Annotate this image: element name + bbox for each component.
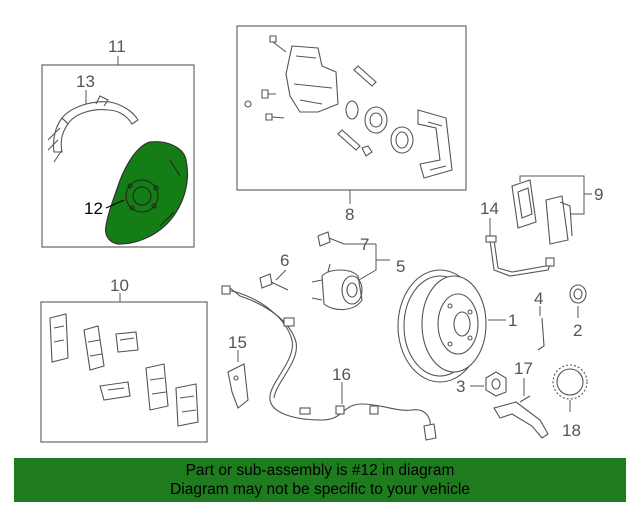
callout-10: 10 [110, 276, 129, 295]
callout-6: 6 [280, 251, 289, 270]
callout-9: 9 [594, 185, 603, 204]
callout-3: 3 [456, 377, 465, 396]
callout-8: 8 [345, 205, 354, 224]
cap-part-2 [569, 284, 587, 304]
brake-pads-part-9 [511, 179, 573, 245]
bolt-part-6 [259, 273, 289, 291]
hardware-kit-parts [49, 313, 199, 427]
nut-part-3 [485, 371, 507, 397]
info-banner: Part or sub-assembly is #12 in diagram D… [14, 458, 626, 502]
brake-shoe-part-13 [47, 95, 139, 163]
callout-15: 15 [228, 333, 247, 352]
callout-11: 11 [108, 37, 126, 56]
tone-ring-part-18 [552, 364, 588, 400]
callout-4: 4 [534, 289, 543, 308]
callout-17: 17 [514, 359, 533, 378]
assembly-box-8 [236, 25, 467, 191]
hub-bearing-part-5 [311, 263, 363, 311]
bracket-part-17 [493, 395, 549, 439]
backing-plate-part-12 [105, 141, 189, 245]
callout-2: 2 [573, 321, 582, 340]
assembly-box-10 [40, 301, 208, 443]
abs-sensor-wire-part-16 [221, 285, 437, 441]
hub-bolt-part-7 [317, 231, 345, 247]
callout-5: 5 [396, 257, 405, 276]
callout-12: 12 [84, 199, 103, 218]
banner-line-2: Diagram may not be specific to your vehi… [170, 481, 470, 498]
callout-13: 13 [76, 72, 95, 91]
callout-1: 1 [508, 311, 517, 330]
brake-hose-part-14 [485, 235, 555, 277]
callout-16: 16 [332, 365, 351, 384]
callout-7: 7 [360, 235, 369, 254]
pin-part-4 [537, 317, 545, 351]
leader-12 [105, 199, 125, 209]
brake-rotor-part-1 [397, 269, 487, 383]
banner-line-1: Part or sub-assembly is #12 in diagram [185, 462, 455, 479]
parts-diagram: 11 13 12 8 [40, 25, 603, 443]
bracket-part-15 [227, 363, 249, 409]
callout-14: 14 [480, 199, 499, 218]
callout-18: 18 [562, 421, 581, 440]
caliper-parts [244, 35, 453, 179]
